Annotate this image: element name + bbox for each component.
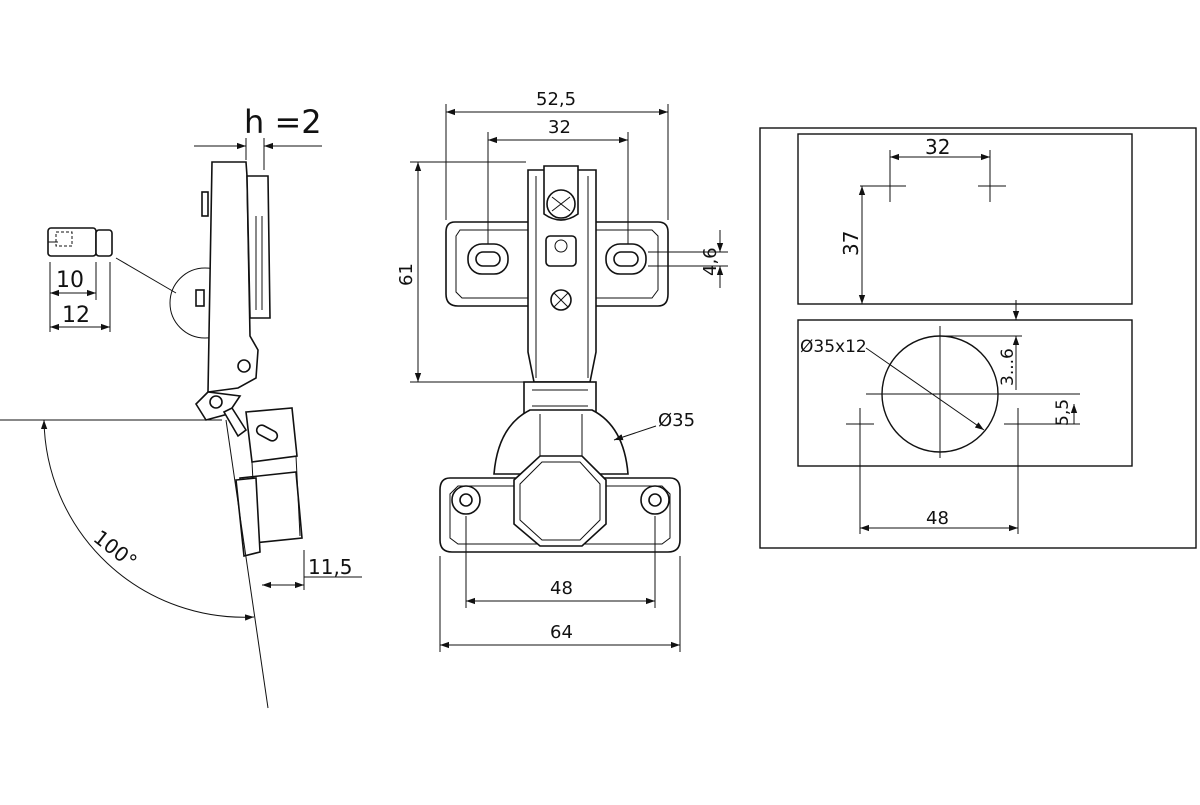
opening-angle: 100° bbox=[0, 419, 269, 709]
cabinet-side-panel bbox=[797, 133, 1133, 305]
dim-5-5: 5,5 bbox=[1032, 393, 1080, 426]
door-panel bbox=[797, 319, 1133, 467]
front-view: 52,5 32 61 4,6 Ø35 48 bbox=[396, 89, 728, 652]
cup-hole bbox=[846, 326, 1070, 458]
dim-48-template: 48 bbox=[859, 440, 1019, 534]
dim-10: 10 bbox=[49, 262, 97, 300]
dim-3-6-label: 3...6 bbox=[998, 348, 1018, 386]
dim-32-template: 32 bbox=[889, 135, 991, 170]
angle-label: 100° bbox=[89, 525, 142, 574]
dim-64-label: 64 bbox=[550, 622, 573, 643]
dim-48-template-label: 48 bbox=[926, 508, 949, 529]
dim-12: 12 bbox=[49, 262, 111, 332]
dim-32-front-label: 32 bbox=[548, 117, 571, 138]
dim-4-6-label: 4,6 bbox=[700, 247, 721, 276]
hinge-cup-front bbox=[439, 409, 681, 553]
dim-64: 64 bbox=[439, 556, 681, 652]
dim-32-front: 32 bbox=[487, 117, 629, 244]
side-view: 10 12 bbox=[0, 103, 362, 709]
hinge-arm-front bbox=[523, 165, 597, 415]
dim-10-label: 10 bbox=[56, 268, 84, 293]
dim-52-5-label: 52,5 bbox=[536, 89, 576, 110]
dim-11-5: 11,5 bbox=[262, 550, 362, 590]
drilling-template: 32 37 Ø35x12 3...6 bbox=[759, 127, 1197, 549]
cam-screw-part bbox=[47, 227, 113, 257]
dim-d35-front: Ø35 bbox=[613, 410, 695, 441]
hinge-arm-side bbox=[194, 161, 271, 438]
dim-11-5-label: 11,5 bbox=[308, 555, 353, 579]
template-frame bbox=[759, 127, 1197, 549]
dim-5-5-label: 5,5 bbox=[1053, 399, 1073, 426]
dim-48-front-label: 48 bbox=[550, 578, 573, 599]
h-label: h =2 bbox=[244, 103, 322, 141]
detail-leader bbox=[115, 257, 177, 294]
dim-3-6: 3...6 bbox=[940, 300, 1022, 390]
dim-37: 37 bbox=[839, 186, 866, 304]
dim-4-6: 4,6 bbox=[648, 230, 728, 288]
dim-h2: h =2 bbox=[194, 103, 322, 170]
dim-61: 61 bbox=[396, 161, 526, 383]
dim-d35x12: Ø35x12 bbox=[800, 337, 985, 431]
dim-d35-front-label: Ø35 bbox=[658, 410, 695, 431]
dim-48-front: 48 bbox=[465, 516, 656, 608]
dim-32-template-label: 32 bbox=[925, 135, 950, 159]
plate-screw-marks bbox=[860, 170, 1006, 202]
dim-37-label: 37 bbox=[839, 231, 863, 256]
dim-61-label: 61 bbox=[396, 263, 417, 286]
dim-12-label: 12 bbox=[62, 303, 90, 328]
dim-d35x12-label: Ø35x12 bbox=[800, 337, 867, 357]
